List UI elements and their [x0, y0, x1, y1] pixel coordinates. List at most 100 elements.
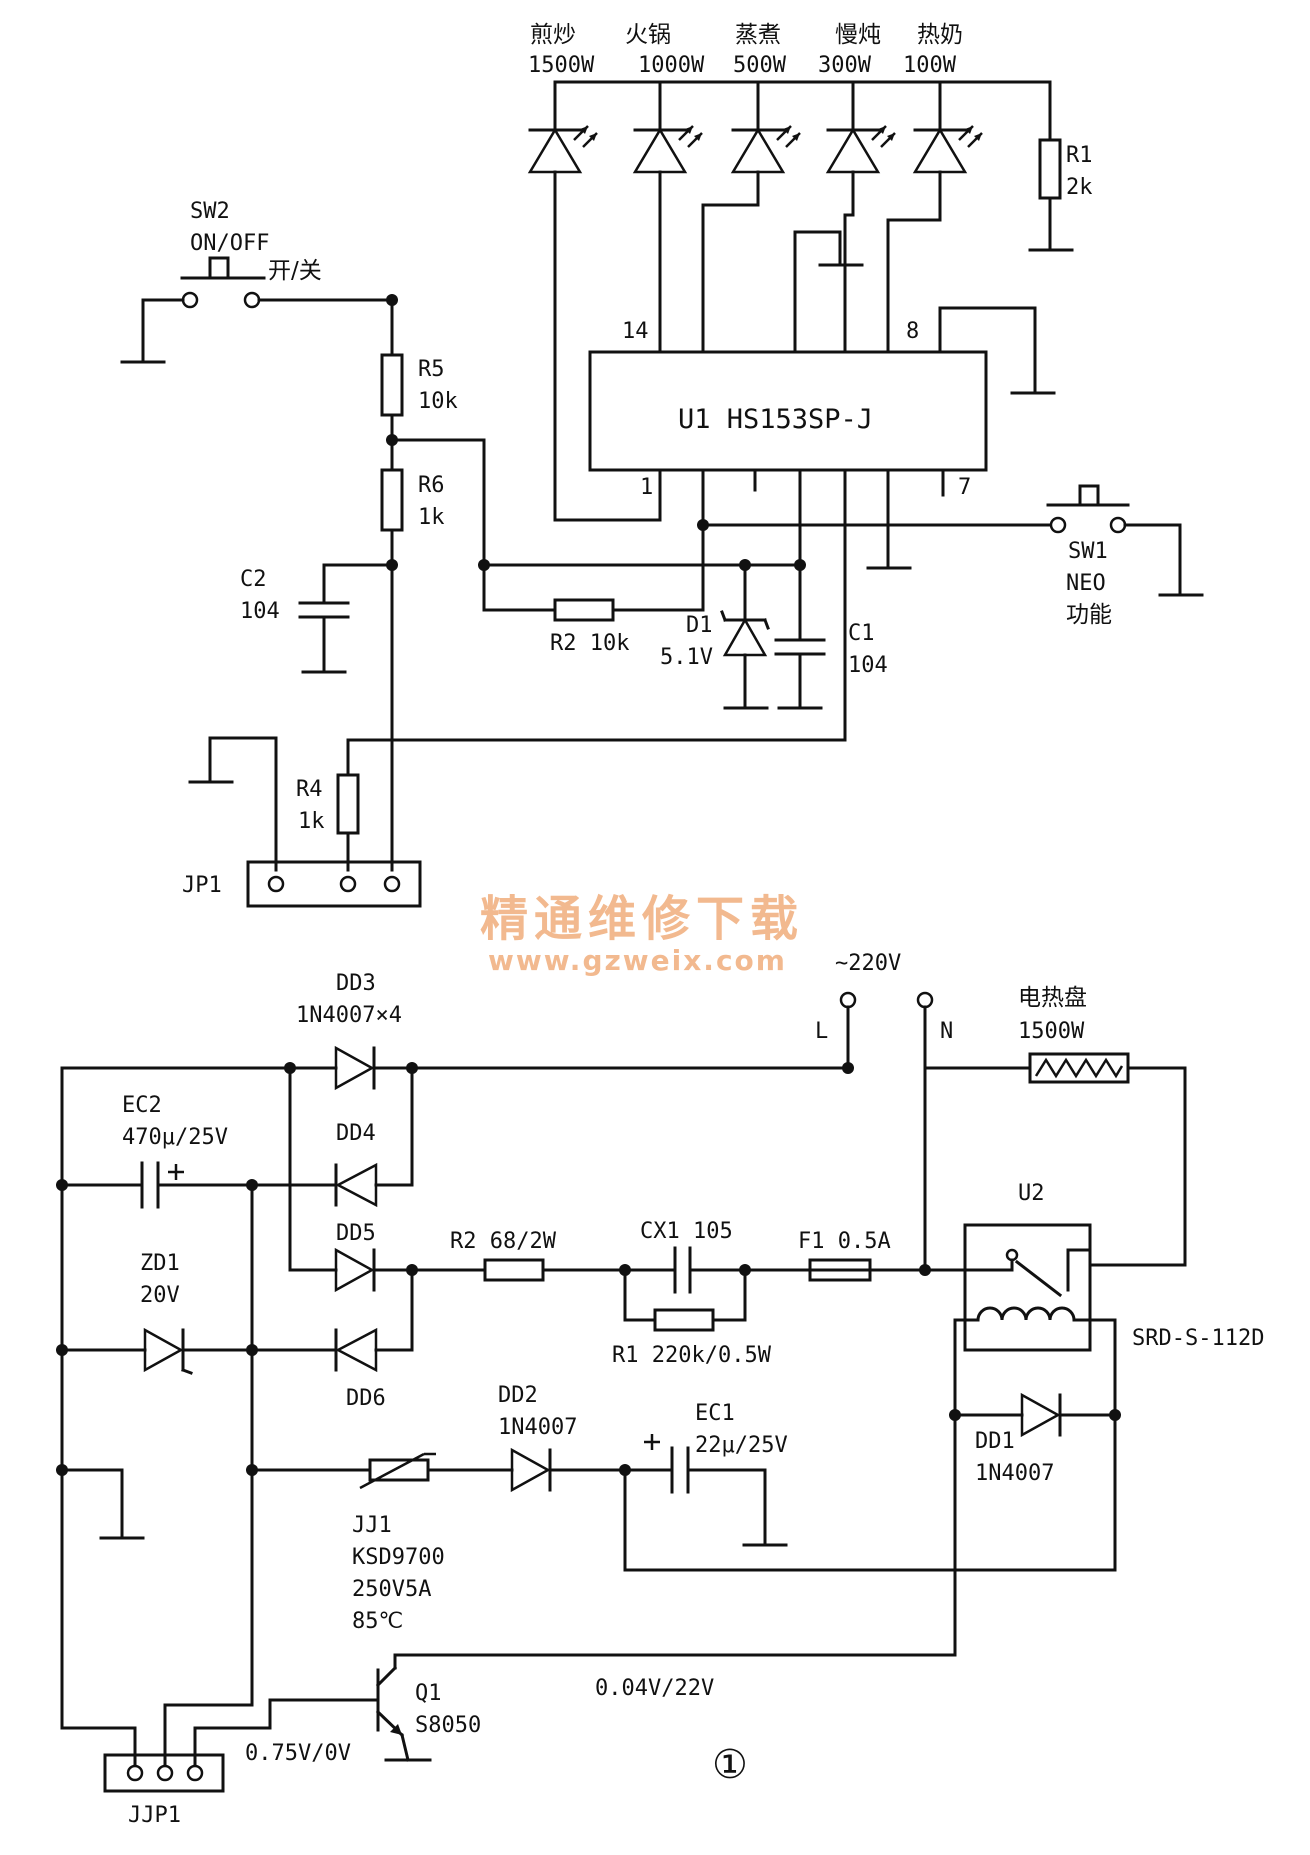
svg-text:N: N [940, 1019, 953, 1044]
r5-resistor [380, 353, 404, 417]
svg-text:0.75V/0V: 0.75V/0V [245, 1741, 351, 1766]
svg-text:DD4: DD4 [336, 1121, 376, 1146]
svg-text:EC1: EC1 [695, 1401, 735, 1426]
r4-resistor [336, 773, 360, 835]
svg-text:SRD-S-112D: SRD-S-112D [1132, 1326, 1264, 1351]
r2-68-resistor [483, 1258, 545, 1282]
svg-text:1N4007×4: 1N4007×4 [296, 1003, 402, 1028]
svg-text:1: 1 [640, 475, 653, 500]
r1-220k-resistor [653, 1308, 715, 1332]
dd4-diode [334, 1162, 378, 1208]
led-power-stew: 300W [818, 53, 872, 78]
svg-text:22μ/25V: 22μ/25V [695, 1433, 788, 1458]
svg-text:0.04V/22V: 0.04V/22V [595, 1676, 714, 1701]
svg-text:ON/OFF: ON/OFF [190, 231, 269, 256]
dd6-diode [334, 1327, 378, 1373]
led-label-steam: 蒸煮 [735, 22, 781, 48]
svg-text:JJP1: JJP1 [128, 1803, 181, 1828]
heater-element [1028, 1052, 1130, 1084]
svg-text:104: 104 [848, 653, 888, 678]
jjp1-connector [103, 1753, 225, 1793]
led-power-milk: 100W [903, 53, 957, 78]
r6-resistor [380, 468, 404, 532]
svg-text:DD5: DD5 [336, 1221, 376, 1246]
svg-text:S8050: S8050 [415, 1713, 481, 1738]
led-milk [886, 80, 984, 354]
dd1-diode [1020, 1392, 1062, 1438]
dd5-diode [334, 1247, 376, 1293]
svg-text:R2 68/2W: R2 68/2W [450, 1229, 557, 1254]
svg-text:1N4007: 1N4007 [975, 1461, 1054, 1486]
u2-relay [963, 1223, 1092, 1352]
svg-text:10k: 10k [418, 389, 458, 414]
svg-text:开/关: 开/关 [268, 258, 322, 284]
svg-text:1N4007: 1N4007 [498, 1415, 577, 1440]
led-hotpot [632, 80, 704, 354]
svg-text:250V5A: 250V5A [352, 1577, 431, 1602]
svg-text:SW1: SW1 [1068, 539, 1108, 564]
svg-text:1k: 1k [298, 809, 325, 834]
svg-text:R6: R6 [418, 473, 445, 498]
dd3-diode [334, 1045, 376, 1091]
led-steam [701, 80, 802, 354]
svg-text:14: 14 [622, 319, 649, 344]
svg-text:C2: C2 [240, 567, 267, 592]
svg-text:R1: R1 [1066, 143, 1093, 168]
led-label-stew: 慢炖 [835, 22, 881, 48]
svg-text:EC2: EC2 [122, 1093, 162, 1118]
svg-text:DD1: DD1 [975, 1429, 1015, 1454]
svg-text:R1 220k/0.5W: R1 220k/0.5W [612, 1343, 772, 1368]
watermark-text: 精通维修下载 [480, 891, 804, 947]
svg-text:NEO: NEO [1066, 571, 1106, 596]
led-power-fry: 1500W [528, 53, 595, 78]
r1-resistor [1038, 138, 1062, 200]
svg-text:D1: D1 [686, 613, 713, 638]
svg-text:2k: 2k [1066, 175, 1093, 200]
svg-text:DD2: DD2 [498, 1383, 538, 1408]
svg-text:~220V: ~220V [835, 951, 901, 976]
svg-text:U2: U2 [1018, 1181, 1045, 1206]
svg-text:功能: 功能 [1066, 602, 1112, 628]
u1-chip [588, 350, 988, 472]
svg-text:L: L [815, 1019, 828, 1044]
svg-text:470μ/25V: 470μ/25V [122, 1125, 228, 1150]
svg-text:R4: R4 [296, 777, 323, 802]
svg-text:U1 HS153SP-J: U1 HS153SP-J [678, 404, 873, 435]
svg-text:104: 104 [240, 599, 280, 624]
svg-text:C1: C1 [848, 621, 875, 646]
svg-text:JJ1: JJ1 [352, 1513, 392, 1538]
d1-zener-diode [722, 617, 768, 657]
svg-text:F1 0.5A: F1 0.5A [798, 1229, 891, 1254]
jp1-connector [246, 860, 422, 908]
svg-text:R2 10k: R2 10k [550, 631, 629, 656]
svg-text:电热盘: 电热盘 [1018, 985, 1087, 1011]
svg-text:KSD9700: KSD9700 [352, 1545, 445, 1570]
led-stew [825, 80, 897, 354]
svg-text:DD3: DD3 [336, 971, 376, 996]
led-power-hotpot: 1000W [638, 53, 705, 78]
svg-text:85℃: 85℃ [352, 1609, 403, 1634]
svg-text:8: 8 [906, 319, 919, 344]
dd2-diode [510, 1447, 552, 1493]
led-fry [527, 80, 662, 522]
watermark-url: www.gzweix.com [488, 944, 787, 977]
svg-text:R5: R5 [418, 357, 445, 382]
figure-number: ① [712, 1742, 748, 1788]
led-labels: 煎炒 1500W 火锅 1000W 蒸煮 500W 慢炖 300W 热奶 100… [528, 22, 963, 78]
svg-text:Q1: Q1 [415, 1681, 442, 1706]
svg-text:20V: 20V [140, 1283, 180, 1308]
svg-text:1500W: 1500W [1018, 1019, 1085, 1044]
led-label-hotpot: 火锅 [625, 22, 671, 48]
svg-text:ZD1: ZD1 [140, 1251, 180, 1276]
svg-text:1k: 1k [418, 505, 445, 530]
svg-text:7: 7 [958, 475, 971, 500]
svg-text:JP1: JP1 [182, 873, 222, 898]
led-label-milk: 热奶 [917, 22, 963, 48]
svg-text:CX1 105: CX1 105 [640, 1219, 733, 1244]
svg-text:SW2: SW2 [190, 199, 230, 224]
led-label-fry: 煎炒 [530, 22, 576, 48]
svg-text:DD6: DD6 [346, 1386, 386, 1411]
svg-text:5.1V: 5.1V [660, 645, 713, 670]
r2-10k-resistor [553, 598, 615, 622]
